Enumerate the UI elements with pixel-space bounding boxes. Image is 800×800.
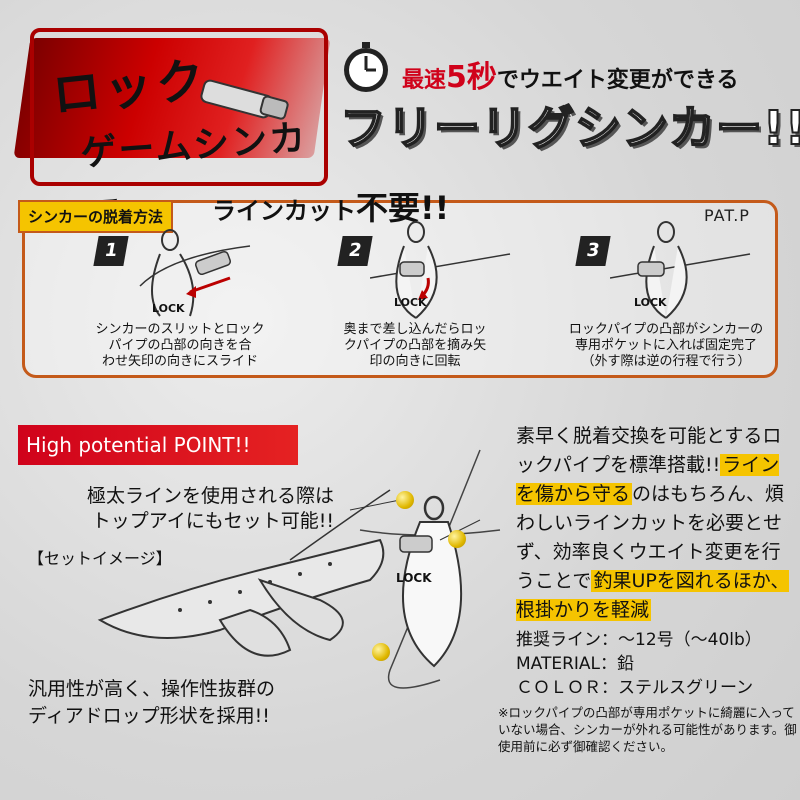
step-2-description: 奥まで差し込んだらロッ クパイプの凸部を摘み矢 印の向きに回転 (343, 322, 487, 369)
stopwatch-icon (344, 42, 388, 92)
linecut-unnecessary: ラインカット不要!! (212, 183, 449, 229)
logo-frame (30, 28, 328, 186)
step-1-description: シンカーのスリットとロック パイプの凸部の向きを合 わせ矢印の向きにスライド (95, 322, 265, 369)
method-tag: シンカーの脱着方法 (18, 200, 174, 233)
patent-pending: PAT.P (704, 206, 750, 225)
step-1-illustration: LOCK (139, 229, 251, 317)
caution-note: ※ロックパイプの凸部が専用ポケットに綺麗に入っていない場合、シンカーが外れる可能… (498, 705, 797, 754)
top-eye-note: 極太ラインを使用される際は トップアイにもセット可能!! (86, 485, 334, 532)
step-1-number: 1 (93, 236, 129, 266)
set-image-label: 【セットイメージ】 (28, 549, 172, 568)
headline-weight-change: ウエイト変更 (518, 68, 651, 93)
linecut-text: ラインカット (212, 197, 356, 225)
headline-dekiru: ができる (650, 68, 739, 93)
sinker-pipe-icon (200, 79, 289, 120)
step-3-illustration: LOCK (610, 221, 751, 319)
step-3-lock: LOCK (634, 296, 667, 309)
point-dot-pipe (448, 530, 466, 548)
headline-5sec: 5秒 (446, 60, 497, 95)
headline-main: フリーリグシンカー!! (339, 100, 800, 156)
step-2-lock: LOCK (394, 296, 427, 309)
headline-fastest: 最速 (402, 68, 447, 93)
step-3-number: 3 (575, 236, 611, 266)
step-2-illustration: LOCK (370, 221, 511, 319)
high-potential-label: High potential POINT!! (18, 425, 298, 465)
point-dot-top-eye (396, 491, 414, 509)
description-text: 素早く脱着交換を可能とするロックパイプを標準搭載!!ラインを傷から守るのはもちろ… (516, 422, 796, 625)
linecut-big-text: 不要!! (356, 189, 450, 227)
description-p1: 素早く脱着交換を可能とするロックパイプを標準搭載!! (516, 425, 782, 476)
point-dot-shape (372, 643, 390, 661)
brand-logo: ロック ゲームシンカー (13, 28, 331, 226)
lure-sinker-illustration: LOCK (97, 449, 501, 689)
description-p2: のはもちろん、煩わしいラインカットを必要とせず、効率良くウエイト変更を行うことで (516, 483, 785, 592)
headline-top: 最速5秒でウエイト変更ができる (402, 52, 738, 96)
step-3-description: ロックパイプの凸部がシンカーの 専用ポケットに入れば固定完了 （外す際は逆の行程… (568, 322, 764, 369)
spec-list: 推奨ライン：～12号（～40lb） MATERIAL：鉛 ＣＯＬＯＲ：ステルスグ… (516, 630, 762, 698)
sinker-lock: LOCK (396, 571, 432, 585)
step-1-lock: LOCK (152, 302, 185, 315)
headline-de: で (496, 68, 519, 93)
shape-note: 汎用性が高く、操作性抜群の ディアドロップ形状を採用!! (28, 678, 276, 727)
step-2-number: 2 (337, 236, 373, 266)
